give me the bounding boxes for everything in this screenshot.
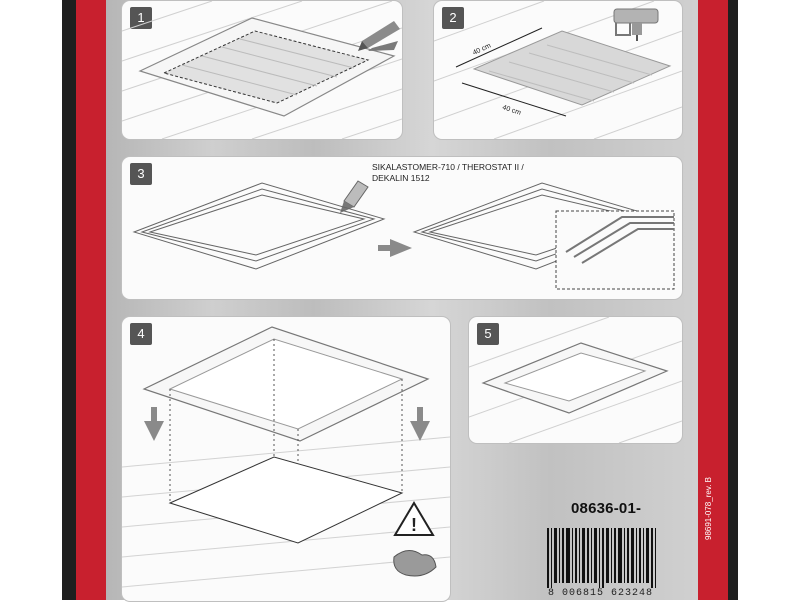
- step-5-badge: 5: [477, 323, 499, 345]
- right-dark-border: [728, 0, 738, 600]
- step-5-illustration: [469, 317, 682, 443]
- step-1-illustration: [122, 1, 402, 139]
- step-2-panel: 2 40 cm 40 cm: [433, 0, 683, 140]
- sealant-tube-icon: [340, 180, 369, 213]
- step-3-panel: 3 SIKALASTOMER-710 / THEROSTAT II / DEKA…: [121, 156, 683, 300]
- arrow-right-icon: [378, 239, 412, 257]
- right-red-border: [698, 0, 728, 600]
- step-1-badge: 1: [130, 7, 152, 29]
- step-1-panel: 1: [121, 0, 403, 140]
- barcode-digits: 8 006815 623248: [548, 588, 654, 599]
- step-3-badge: 3: [130, 163, 152, 185]
- arrow-down-icon: [410, 407, 430, 441]
- barcode-icon: [547, 528, 656, 588]
- detail-bead: [565, 216, 674, 264]
- roof-sheet-section: [472, 30, 672, 106]
- svg-text:!: !: [411, 515, 417, 535]
- left-dark-border: [62, 0, 76, 600]
- step-3-illustration: [132, 180, 675, 290]
- step-5-panel: 5: [468, 316, 683, 444]
- length-dimension: 40 cm: [501, 104, 521, 117]
- document-revision: 98691-078_rev. B: [704, 476, 713, 540]
- jigsaw-icon: [613, 8, 659, 41]
- cut-outline: [162, 30, 370, 104]
- step-4-badge: 4: [130, 323, 152, 345]
- step-4-panel: 4 !: [121, 316, 451, 602]
- roof-cutout: [168, 456, 404, 544]
- installed-frame-opening: [503, 352, 647, 402]
- left-red-border: [76, 0, 106, 600]
- dimension-lines: [455, 27, 567, 117]
- frame-with-sealant-bead: [132, 182, 386, 270]
- arrow-down-icon: [144, 407, 164, 441]
- warning-icon: !: [393, 501, 435, 536]
- step-2-badge: 2: [442, 7, 464, 29]
- step-4-illustration: !: [122, 326, 450, 588]
- pen-icon: [358, 21, 400, 51]
- article-code: 08636-01-: [571, 500, 642, 517]
- gloves-icon: [393, 550, 437, 577]
- frame-opening: [168, 338, 404, 430]
- detail-callout: [555, 210, 675, 290]
- sealant-label: SIKALASTOMER-710 / THEROSTAT II / DEKALI…: [372, 162, 524, 183]
- step-2-illustration: 40 cm 40 cm: [434, 1, 682, 139]
